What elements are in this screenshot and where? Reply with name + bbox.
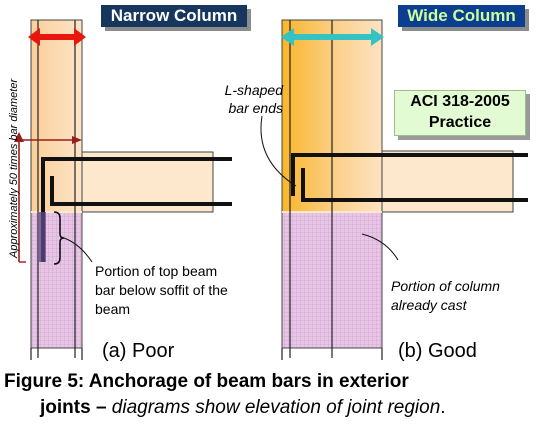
figure-caption-italic: diagrams show elevation of joint region	[106, 397, 441, 418]
wide-width-arrow-right	[371, 28, 384, 46]
wide-top-beam-bar	[291, 153, 528, 196]
figure-caption-bold: joints –	[40, 397, 107, 418]
aci-line-1: ACI 318-2005	[410, 93, 510, 110]
lbar-note: L-shaped bar ends	[209, 81, 283, 117]
narrow-bottom-beam-bar	[50, 176, 232, 206]
lbar-leader	[260, 115, 297, 187]
narrow-bar-below-soffit	[39, 212, 46, 262]
cast-leader	[361, 233, 399, 261]
narrow-column-title: Narrow Column	[101, 5, 247, 27]
soffit-note-line-3: beam	[95, 301, 131, 317]
wide-width-arrow-left	[281, 28, 294, 46]
cast-note-line-1: Portion of column	[391, 278, 500, 294]
good-caption: (b) Good	[398, 340, 477, 362]
development-length-label: Approximately 50 times bar diameter	[8, 78, 20, 258]
lbar-note-line-2: bar ends	[228, 100, 283, 116]
lbar-note-line-1: L-shaped	[224, 82, 283, 98]
wide-bottom-beam-bar	[301, 168, 528, 202]
aci-practice-box: ACI 318-2005 Practice	[394, 90, 526, 136]
aci-line-2: Practice	[428, 114, 492, 131]
soffit-leader	[63, 237, 93, 263]
narrow-column-diagram	[14, 19, 232, 360]
soffit-note: Portion of top beam bar below soffit of …	[95, 262, 228, 319]
soffit-note-line-1: Portion of top beam	[95, 263, 218, 279]
cast-note: Portion of column already cast	[391, 277, 500, 315]
narrow-width-arrow-left	[28, 28, 40, 46]
figure-caption-end: .	[440, 397, 446, 418]
poor-caption: (a) Poor	[102, 340, 175, 362]
narrow-column-upper	[30, 19, 83, 213]
figure-caption-line-2: joints – diagrams show elevation of join…	[40, 397, 446, 419]
figure-caption-line-1: Figure 5: Anchorage of beam bars in exte…	[4, 371, 409, 392]
narrow-column-lower	[30, 211, 83, 349]
soffit-note-line-2: bar below soffit of the	[95, 282, 228, 298]
wide-beam	[381, 150, 514, 213]
wide-column-title: Wide Column	[398, 5, 525, 27]
narrow-width-arrow-right	[74, 28, 86, 46]
wide-column-diagram	[260, 19, 528, 360]
cast-note-line-2: already cast	[391, 297, 467, 313]
